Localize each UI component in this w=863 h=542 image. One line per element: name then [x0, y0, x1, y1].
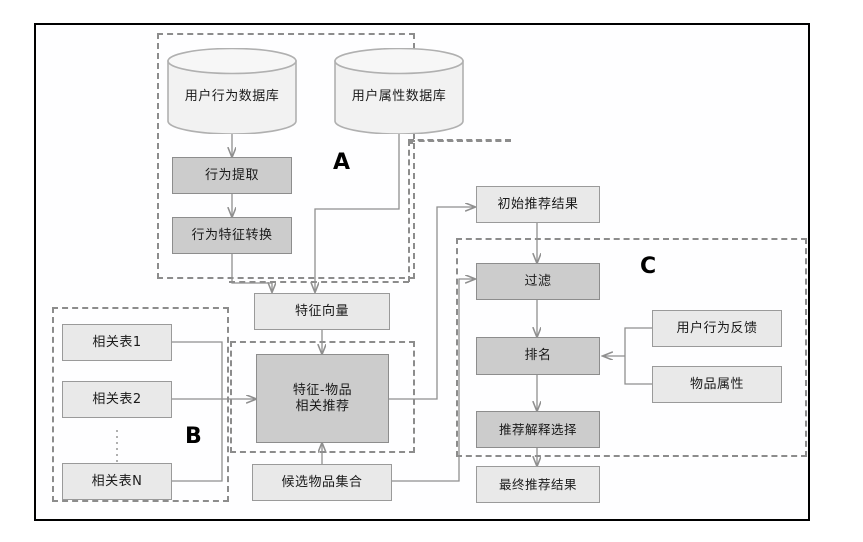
node-behavior-feature-transform[interactable]: 行为特征转换	[172, 217, 292, 254]
node-related-table-2[interactable]: 相关表2	[62, 381, 172, 418]
cylinder-shape-behavior	[167, 47, 297, 135]
group-region-attribute-path	[409, 140, 511, 142]
group-region-a-right-top	[408, 139, 511, 141]
group-label-c: C	[640, 254, 657, 279]
node-ranking[interactable]: 排名	[476, 337, 600, 375]
node-user-behavior-feedback[interactable]: 用户行为反馈	[652, 310, 782, 347]
node-feature-item-recommendation-line2: 相关推荐	[295, 398, 350, 414]
group-label-b: B	[185, 424, 202, 449]
node-feature-item-recommendation[interactable]: 特征-物品 相关推荐	[256, 354, 389, 443]
node-feature-item-recommendation-line1: 特征-物品	[292, 382, 353, 398]
node-behavior-extract[interactable]: 行为提取	[172, 157, 292, 194]
cylinder-shape-attribute	[334, 47, 464, 135]
node-candidate-item-set[interactable]: 候选物品集合	[252, 464, 392, 501]
group-region-b	[52, 307, 229, 502]
group-region-a-bottom-stub	[229, 281, 409, 283]
node-user-behavior-db-label: 用户行为数据库	[184, 89, 280, 104]
node-final-rec-result[interactable]: 最终推荐结果	[476, 466, 600, 503]
node-feature-vector[interactable]: 特征向量	[254, 293, 390, 330]
group-region-a	[157, 33, 415, 279]
node-user-attribute-db-label: 用户属性数据库	[351, 89, 447, 104]
group-region-a-right-stub	[408, 140, 410, 282]
group-label-a: A	[333, 150, 351, 175]
node-initial-rec-result[interactable]: 初始推荐结果	[476, 186, 600, 223]
node-related-table-n[interactable]: 相关表N	[62, 463, 172, 500]
node-item-attribute[interactable]: 物品属性	[652, 366, 782, 403]
node-related-table-1[interactable]: 相关表1	[62, 324, 172, 361]
node-filter[interactable]: 过滤	[476, 263, 600, 300]
node-user-attribute-db[interactable]: 用户属性数据库	[334, 47, 464, 135]
node-rec-explain-select[interactable]: 推荐解释选择	[476, 411, 600, 448]
node-user-behavior-db[interactable]: 用户行为数据库	[167, 47, 297, 135]
ellipsis-vertical-dots	[116, 430, 118, 466]
